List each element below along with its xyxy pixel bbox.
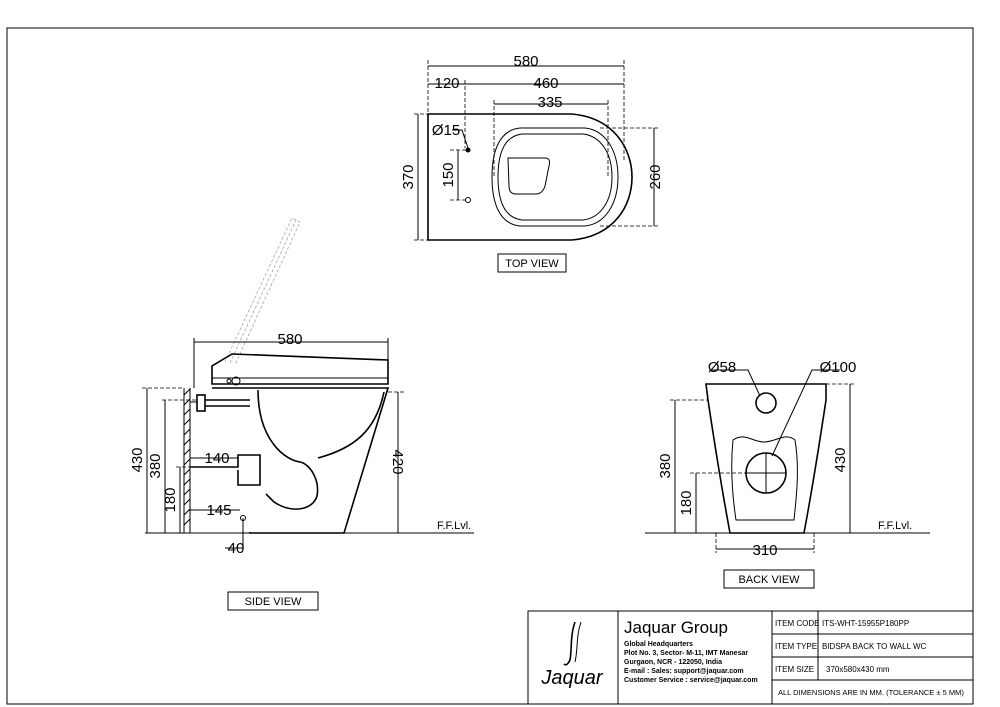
- jaquar-logo: Jaquar: [540, 621, 604, 689]
- side-dim-front-height: 420: [389, 449, 406, 474]
- supply-pipe-flange: [196, 394, 206, 412]
- top-view: 580 120 460 335 370 260 Ø15 150 TOP VIEW: [400, 53, 664, 273]
- side-view-label: SIDE VIEW: [245, 596, 302, 608]
- top-view-outline: [427, 113, 633, 241]
- top-dim-overall-length: 580: [513, 53, 538, 70]
- side-dim-overall-length: 580: [277, 331, 302, 348]
- back-floor-label: F.F.Lvl.: [878, 520, 912, 532]
- item-size-value: 370x580x430 mm: [826, 665, 890, 674]
- back-dim-base-width: 310: [752, 542, 777, 559]
- title-block: Jaquar Jaquar Group Global Headquarters …: [527, 610, 974, 705]
- address-line-5: Customer Service : service@jaquar.com: [624, 677, 758, 684]
- back-view-opening: [731, 436, 798, 521]
- address-line-1: Global Headquarters: [624, 641, 693, 648]
- top-dim-rear-offset: 120: [434, 75, 459, 92]
- top-view-label-box: [497, 253, 567, 273]
- side-dim-outlet-offset: 140: [204, 450, 229, 467]
- item-code-value: ITS-WHT-15955P180PP: [822, 619, 909, 628]
- sheet-border: [6, 27, 974, 705]
- back-dim-inlet-diameter: Ø58: [708, 359, 736, 376]
- inlet-hole: [755, 392, 777, 414]
- back-dim-total-height: 430: [832, 447, 849, 472]
- dimensions-note: ALL DIMENSIONS ARE IN MM. (TOLERANCE ± 5…: [778, 688, 964, 697]
- item-code-label: ITEM CODE: [775, 619, 819, 628]
- item-type-value: BIDSPA BACK TO WALL WC: [822, 642, 927, 651]
- fixing-hole-lower: [465, 197, 471, 203]
- side-view-body: [212, 387, 390, 534]
- side-view: 580 430 380 180 420 140 145 40 F.F.Lvl. …: [129, 217, 474, 611]
- address-line-4: E-mail : Sales: support@jaquar.com: [624, 668, 744, 675]
- address-line-2: Plot No. 3, Sector- M-11, IMT Manesar: [624, 650, 748, 657]
- back-dim-seat-height: 380: [657, 453, 674, 478]
- side-dim-outlet-height: 180: [162, 487, 179, 512]
- top-view-label: TOP VIEW: [505, 258, 559, 270]
- top-dim-hole-spacing: 150: [440, 162, 457, 187]
- top-dim-hole-diameter: Ø15: [432, 122, 460, 139]
- top-dim-bowl-width: 260: [647, 164, 664, 189]
- side-dim-total-height: 430: [129, 447, 146, 472]
- back-view-outline: [705, 383, 827, 534]
- back-dim-outlet-diameter: Ø100: [820, 359, 857, 376]
- side-floor-label: F.F.Lvl.: [437, 520, 471, 532]
- top-view-rim-inner: [497, 133, 613, 221]
- seat-lid: [211, 353, 389, 385]
- top-dim-width: 370: [400, 164, 417, 189]
- back-view-label: BACK VIEW: [738, 574, 800, 586]
- item-type-label: ITEM TYPE: [775, 642, 817, 651]
- top-view-rim: [491, 127, 619, 227]
- logo-text: Jaquar: [540, 667, 603, 689]
- fixing-hole-upper: [465, 147, 471, 153]
- side-dim-seat-height: 380: [147, 453, 164, 478]
- item-size-label: ITEM SIZE: [775, 665, 814, 674]
- back-dim-outlet-height: 180: [678, 490, 695, 515]
- top-dim-front-length: 460: [533, 75, 558, 92]
- back-view: Ø58 Ø100 380 430 180 310 F.F.Lvl. BACK V…: [645, 359, 930, 589]
- top-view-bowl-opening: [507, 157, 550, 195]
- address-line-3: Gurgaon, NCR - 122050, India: [624, 659, 722, 666]
- side-dim-supply-offset: 145: [206, 502, 231, 519]
- top-dim-bowl-length: 335: [537, 94, 562, 111]
- side-outlet: [190, 454, 261, 486]
- side-view-label-box: [227, 591, 319, 611]
- side-view-bowl: [257, 389, 319, 510]
- back-view-label-box: [723, 569, 815, 589]
- side-dim-supply-height: 40: [228, 540, 245, 557]
- raised-lid-ghost: [224, 217, 301, 366]
- company-name: Jaquar Group: [624, 618, 728, 637]
